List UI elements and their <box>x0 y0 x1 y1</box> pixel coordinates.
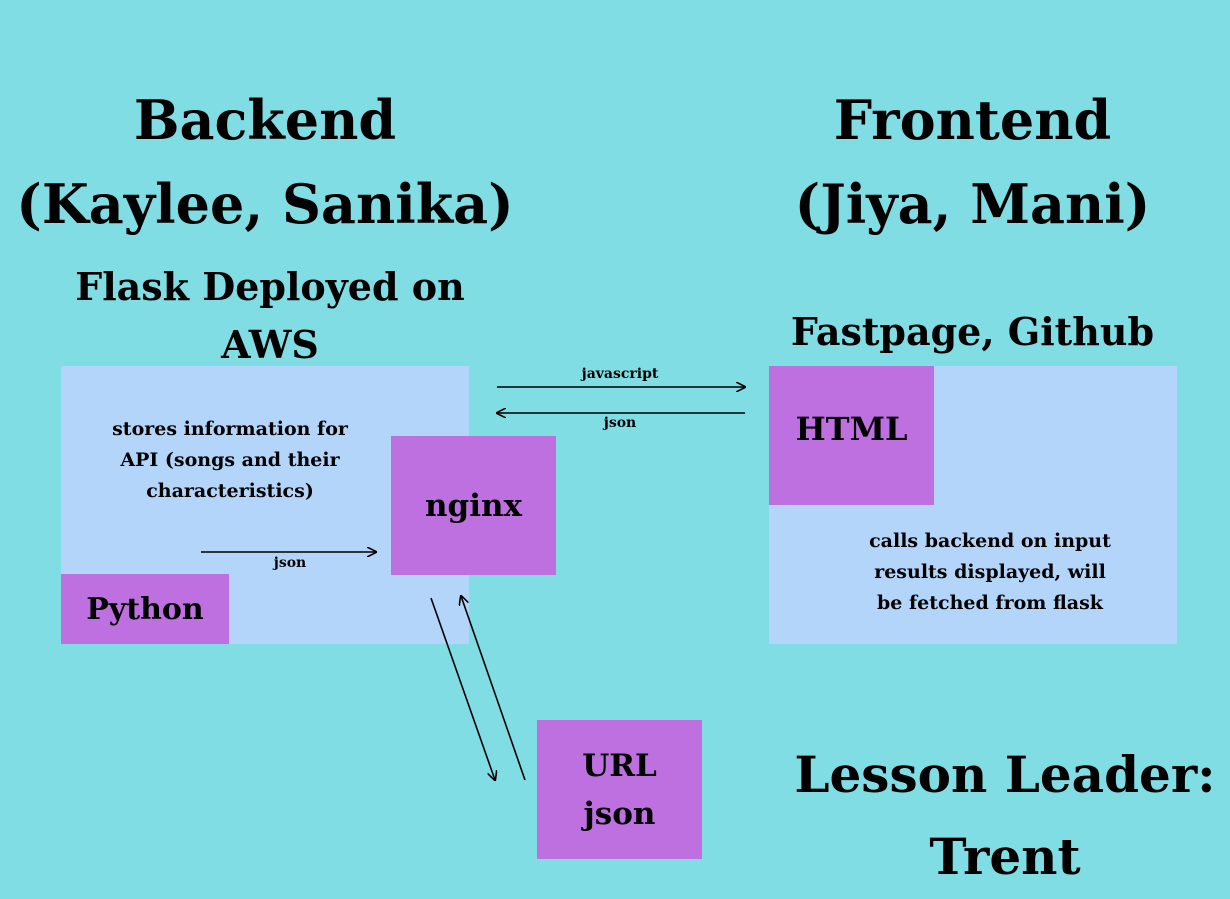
frontend-subtitle: Fastpage, Github <box>790 309 1155 354</box>
frontend-team: (Jiya, Mani) <box>794 172 1151 236</box>
url-label: URL <box>582 747 657 784</box>
html-box: HTML <box>769 366 934 505</box>
backend-description-line2: API (songs and their <box>120 449 340 471</box>
python-label: Python <box>86 591 204 627</box>
frontend-description-line3: be fetched from flask <box>877 592 1103 614</box>
json-arrow-label: json <box>603 415 637 431</box>
backend-description-line3: characteristics) <box>146 480 314 502</box>
backend-description-line1: stores information for <box>112 418 348 440</box>
url-json-box: URL json <box>537 720 702 859</box>
backend-subtitle-line1: Flask Deployed on <box>75 264 465 309</box>
backend-subtitle-line2: AWS <box>221 322 319 367</box>
frontend-description-line2: results displayed, will <box>874 561 1106 583</box>
javascript-arrow-label: javascript <box>581 366 659 382</box>
nginx-label: nginx <box>424 487 522 524</box>
lesson-leader-title: Lesson Leader: <box>794 745 1216 804</box>
arrow-nginx-to-url <box>430 597 495 780</box>
frontend-description: calls backend on input results displayed… <box>840 526 1140 619</box>
arrow-url-to-nginx <box>461 596 526 781</box>
frontend-title: Frontend <box>833 88 1112 152</box>
backend-description: stores information for API (songs and th… <box>90 414 370 507</box>
lesson-leader-name: Trent <box>929 827 1081 886</box>
html-label: HTML <box>795 410 908 448</box>
frontend-description-line1: calls backend on input <box>869 530 1111 552</box>
backend-title: Backend <box>133 88 397 152</box>
nginx-box: nginx <box>391 436 556 575</box>
python-box: Python <box>61 574 229 644</box>
backend-team: (Kaylee, Sanika) <box>16 172 514 236</box>
python-to-nginx-label: json <box>273 555 307 571</box>
url-json-label: json <box>583 795 656 832</box>
